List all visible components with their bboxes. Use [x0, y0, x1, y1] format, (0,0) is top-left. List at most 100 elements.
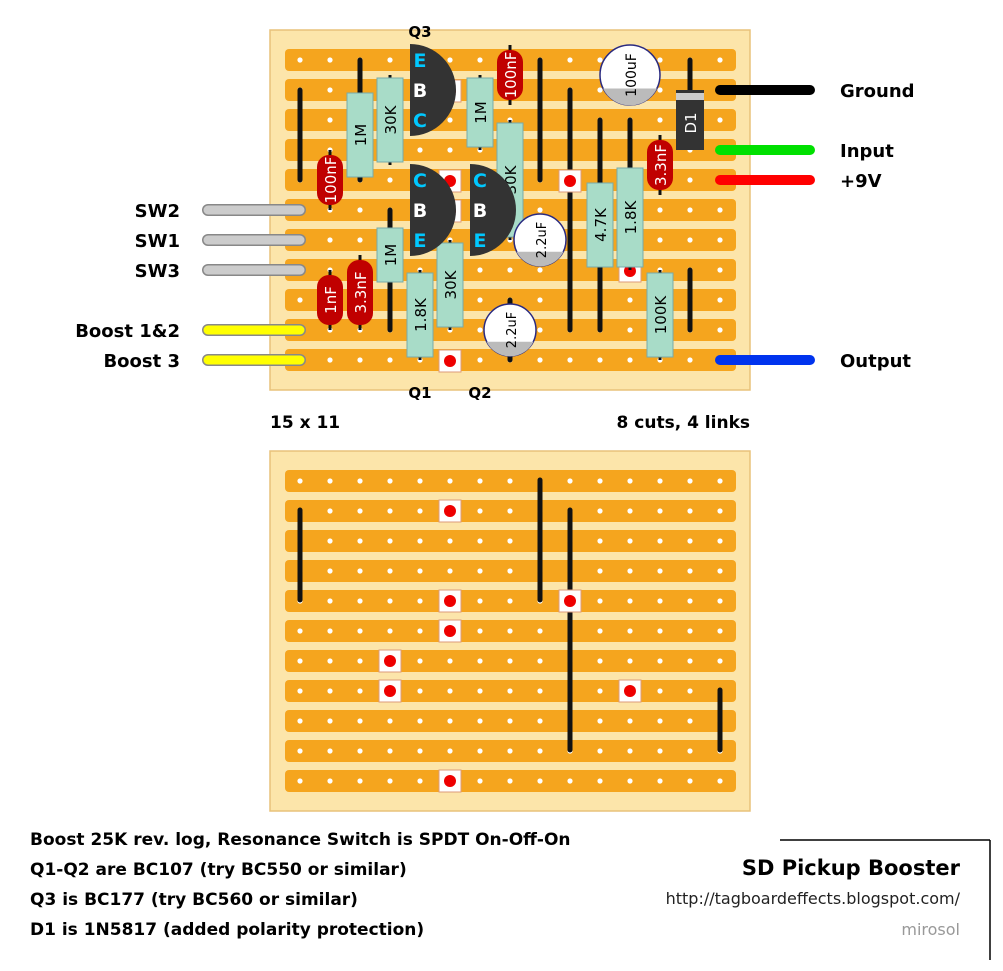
resistor-30k-c: [436, 242, 464, 328]
strip-cut-dot: [624, 265, 636, 277]
bottom-hole: [357, 718, 363, 724]
top-hole: [567, 357, 573, 363]
top-hole: [567, 57, 573, 63]
strip-cut-dot: [564, 595, 576, 607]
bottom-hole: [327, 478, 333, 484]
ground-label: Ground: [840, 81, 915, 102]
bottom-hole: [477, 748, 483, 754]
bottom-hole: [357, 688, 363, 694]
bottom-hole: [387, 508, 393, 514]
transistor-q3-pin-c: C: [413, 110, 427, 132]
power-label: +9V: [840, 171, 882, 192]
transistor-q3: [410, 44, 456, 136]
bottom-hole: [327, 748, 333, 754]
bottom-hole: [387, 478, 393, 484]
top-hole: [357, 357, 363, 363]
bottom-hole: [297, 778, 303, 784]
capacitor-1nf: [317, 275, 343, 325]
bottom-hole: [537, 658, 543, 664]
bottom-hole: [597, 538, 603, 544]
bottom-hole: [417, 748, 423, 754]
bottom-hole: [387, 538, 393, 544]
top-hole: [687, 357, 693, 363]
transistor-q2-pin-c: C: [473, 170, 487, 192]
bottom-hole: [657, 778, 663, 784]
top-hole: [447, 147, 453, 153]
top-hole: [717, 117, 723, 123]
bottom-hole: [597, 598, 603, 604]
top-hole: [717, 207, 723, 213]
bottom-hole: [327, 508, 333, 514]
bottom-hole: [597, 778, 603, 784]
transistor-q1-pin-e: E: [414, 230, 427, 252]
capacitor-100nf-b: [317, 155, 343, 205]
board-size-label: 15 x 11: [270, 413, 340, 433]
bottom-hole: [657, 508, 663, 514]
top-hole: [447, 57, 453, 63]
bottom-hole: [507, 598, 513, 604]
top-hole: [477, 297, 483, 303]
bottom-hole: [627, 628, 633, 634]
bottom-hole: [657, 538, 663, 544]
resistor-1k8-a: [616, 167, 644, 268]
electrolytic-100uf-value: 100uF: [624, 53, 640, 97]
electrolytic-2u2f-a-value: 2.2uF: [535, 222, 550, 258]
bottom-hole: [657, 748, 663, 754]
bottom-hole: [417, 778, 423, 784]
top-hole: [657, 207, 663, 213]
top-hole: [327, 357, 333, 363]
top-hole: [657, 57, 663, 63]
bottom-hole: [417, 568, 423, 574]
bottom-hole: [687, 748, 693, 754]
bottom-hole: [477, 688, 483, 694]
resistor-1m-a-value: 1M: [352, 124, 370, 147]
bottom-hole: [627, 568, 633, 574]
bottom-hole: [687, 688, 693, 694]
bottom-hole: [387, 748, 393, 754]
bottom-hole: [627, 658, 633, 664]
resistor-1m-c: [376, 227, 404, 283]
bottom-hole: [507, 508, 513, 514]
bottom-hole: [357, 658, 363, 664]
top-hole: [687, 177, 693, 183]
blog-url[interactable]: http://tagboardeffects.blogspot.com/: [665, 889, 960, 908]
top-hole: [627, 297, 633, 303]
bottom-hole: [417, 688, 423, 694]
bottom-hole: [537, 748, 543, 754]
top-hole: [717, 297, 723, 303]
bottom-hole: [627, 598, 633, 604]
capacitor-3n3f-a: [647, 140, 673, 190]
top-hole: [717, 267, 723, 273]
bottom-hole: [357, 598, 363, 604]
bottom-hole: [297, 628, 303, 634]
bottom-hole: [357, 508, 363, 514]
note-q1-q2: Q1-Q2 are BC107 (try BC550 or similar): [30, 860, 407, 880]
top-hole: [387, 357, 393, 363]
bottom-hole: [477, 598, 483, 604]
bottom-hole: [597, 508, 603, 514]
output-label: Output: [840, 351, 911, 372]
capacitor-100nf-a-value: 100nF: [502, 52, 520, 99]
bottom-hole: [447, 688, 453, 694]
resistor-100k-value: 100K: [652, 295, 670, 335]
top-hole: [297, 297, 303, 303]
bottom-hole: [717, 628, 723, 634]
electrolytic-2u2f-b-value: 2.2uF: [505, 312, 520, 348]
strip-cut-dot: [384, 655, 396, 667]
bottom-hole: [387, 718, 393, 724]
bottom-hole: [417, 508, 423, 514]
bottom-hole: [417, 718, 423, 724]
bottom-hole: [657, 718, 663, 724]
top-hole: [627, 327, 633, 333]
bottom-hole: [447, 568, 453, 574]
bottom-hole: [687, 778, 693, 784]
top-hole: [657, 87, 663, 93]
bottom-hole: [627, 478, 633, 484]
bottom-hole: [327, 688, 333, 694]
transistor-q1-pin-c: C: [413, 170, 427, 192]
top-hole: [417, 147, 423, 153]
bottom-hole: [627, 748, 633, 754]
bottom-hole: [327, 598, 333, 604]
resistor-30k-a-value: 30K: [382, 104, 400, 134]
